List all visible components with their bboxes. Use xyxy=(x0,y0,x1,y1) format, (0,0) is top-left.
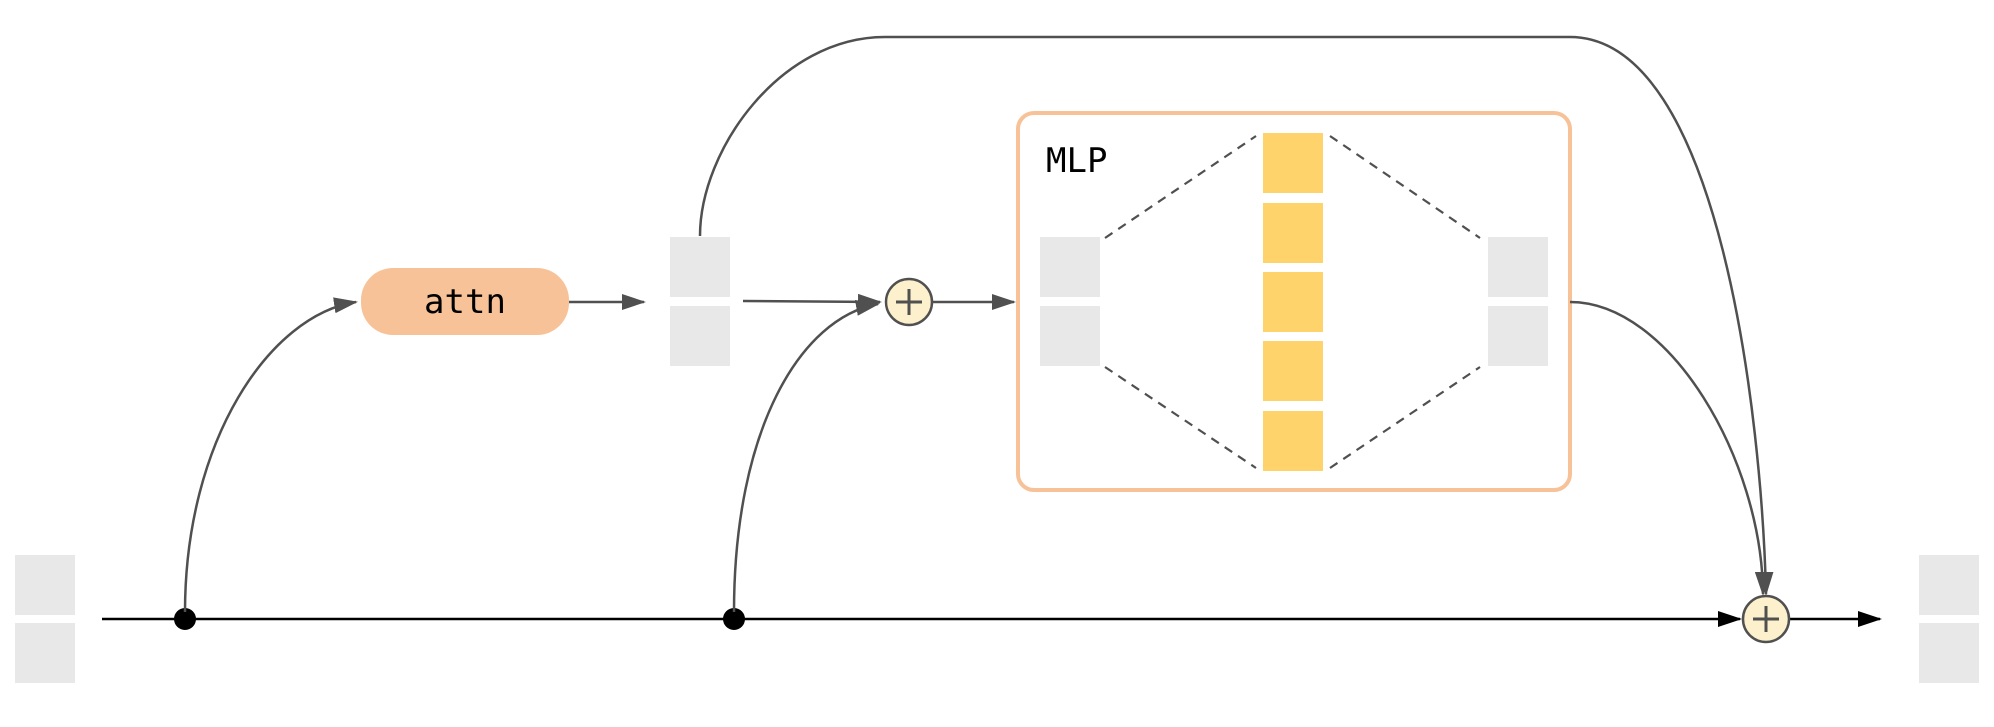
hidden-unit xyxy=(1263,203,1323,263)
branch-point-mlp xyxy=(723,608,745,630)
mlp-output-token xyxy=(1488,237,1548,366)
mlp-dashed-connectors xyxy=(1104,135,1481,469)
hidden-unit xyxy=(1263,272,1323,332)
attn-output-token xyxy=(670,237,730,366)
attn-block xyxy=(361,268,569,335)
branch-point-attn xyxy=(174,608,196,630)
hidden-unit xyxy=(1263,133,1323,193)
add-node-1 xyxy=(884,277,934,327)
add-node-2 xyxy=(1741,594,1791,644)
mlp-output-arrow xyxy=(1569,300,1771,596)
mlp-label: MLP xyxy=(1046,141,1107,181)
output-token xyxy=(1919,555,1979,683)
hidden-unit xyxy=(1263,341,1323,401)
residual-to-plus-arrow xyxy=(732,300,880,613)
mlp-hidden-layer xyxy=(1263,133,1323,471)
input-token xyxy=(15,555,75,683)
hidden-unit xyxy=(1263,411,1323,471)
attn-input-arrow xyxy=(183,297,358,613)
attn-label: attn xyxy=(424,282,506,322)
skip-connection-arrow xyxy=(698,35,1774,596)
mlp-input-token xyxy=(1040,237,1100,366)
attn-to-plus-arrow xyxy=(742,293,882,310)
